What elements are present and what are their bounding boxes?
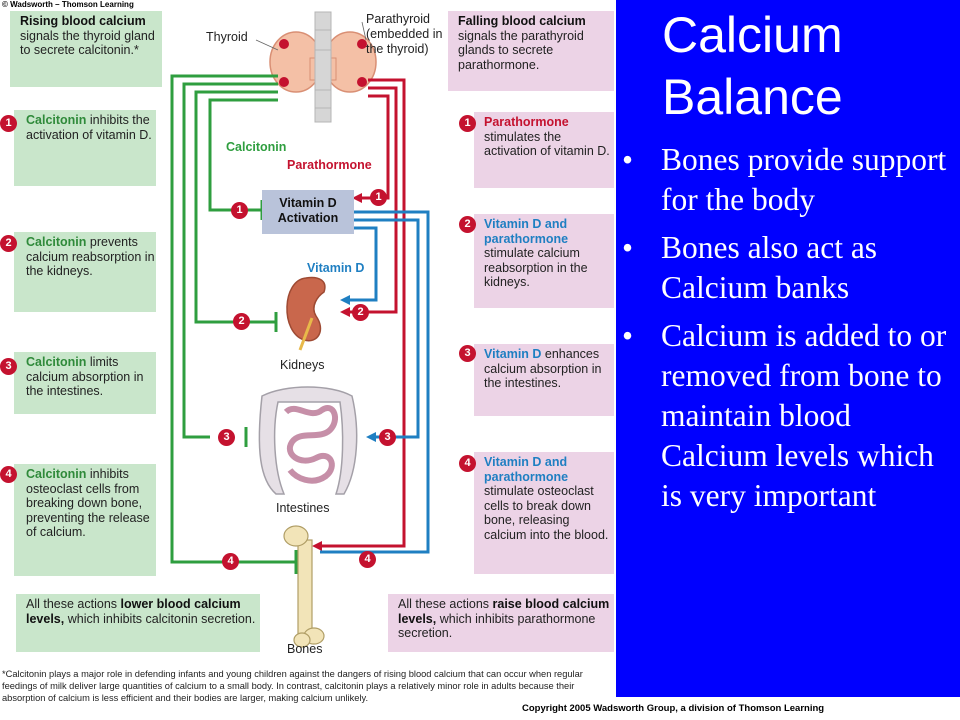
- left-step-4-text: inhibits osteoclast cells from breaking …: [26, 467, 150, 539]
- right-step-2-text: stimulate calcium reabsorption in the ki…: [484, 246, 588, 289]
- falling-calcium-box: Falling blood calcium signals the parath…: [448, 11, 614, 91]
- kidney-illustration: [286, 276, 326, 351]
- left-step-4: Calcitonin inhibits osteoclast cells fro…: [14, 464, 156, 576]
- left-step-2-badge: 2: [0, 235, 17, 252]
- right-step-1: Parathormone stimulates the activation o…: [474, 112, 614, 188]
- parathormone-label: Parathormone: [287, 158, 372, 172]
- bullet-list: Bones provide support for the body Bones…: [616, 140, 960, 524]
- slide-panel: Calcium Balance Bones provide support fo…: [616, 0, 960, 697]
- left-step-2-subject: Calcitonin: [26, 235, 87, 249]
- left-step-3-subject: Calcitonin: [26, 355, 87, 369]
- pathway-badge-green-4: 4: [222, 553, 239, 570]
- right-step-1-badge: 1: [459, 115, 476, 132]
- bullet-item: Bones also act as Calcium banks: [616, 228, 960, 308]
- bullet-item: Calcium is added to or removed from bone…: [616, 316, 960, 516]
- pathway-badge-green-3: 3: [218, 429, 235, 446]
- bullet-item: Bones provide support for the body: [616, 140, 960, 220]
- kidneys-label: Kidneys: [280, 358, 325, 372]
- pathway-badge-green-1: 1: [231, 202, 248, 219]
- left-step-2: Calcitonin prevents calcium reabsorption…: [14, 232, 156, 312]
- lower-calcium-pre: All these actions: [26, 597, 118, 611]
- right-step-3: Vitamin D enhances calcium absorption in…: [474, 344, 614, 416]
- rising-calcium-heading: Rising blood calcium: [20, 14, 146, 28]
- raise-calcium-pre: All these actions: [398, 597, 490, 611]
- pathway-badge-red-1: 1: [370, 189, 387, 206]
- intestines-label: Intestines: [276, 501, 330, 515]
- left-step-1-text: inhibits the activation of vitamin D.: [26, 113, 152, 142]
- pathway-badge-blue-3: 3: [379, 429, 396, 446]
- raise-calcium-bold: raise blood calcium levels,: [398, 597, 610, 626]
- calcitonin-label: Calcitonin: [226, 140, 287, 154]
- intestines-illustration: [258, 386, 358, 495]
- calcitonin-footnote: *Calcitonin plays a major role in defend…: [2, 669, 583, 703]
- lower-calcium-post: which inhibits calcitonin secretion.: [67, 611, 256, 626]
- rising-calcium-text: signals the thyroid gland to secrete cal…: [20, 28, 155, 58]
- right-step-3-badge: 3: [459, 345, 476, 362]
- right-step-4-text: stimulate osteoclast cells to break down…: [484, 484, 609, 542]
- bone-illustration: [283, 525, 325, 648]
- calcium-regulation-figure: © Wadsworth – Thomson Learning Rising bl…: [0, 0, 614, 703]
- right-step-2: Vitamin D and parathormone stimulate cal…: [474, 214, 614, 308]
- left-step-4-subject: Calcitonin: [26, 467, 87, 481]
- thyroid-label: Thyroid: [206, 30, 248, 44]
- falling-calcium-heading: Falling blood calcium: [458, 14, 586, 28]
- left-step-4-badge: 4: [0, 466, 17, 483]
- copyright-notice: Copyright 2005 Wadsworth Group, a divisi…: [522, 703, 825, 714]
- pathway-drawing: [170, 11, 430, 648]
- left-step-1-subject: Calcitonin: [26, 113, 87, 127]
- pathway-badge-red-4: 4: [359, 551, 376, 568]
- raise-calcium-post: which inhibits parathormone secretion.: [398, 611, 596, 641]
- left-step-3-text: limits calcium absorption in the intesti…: [26, 355, 144, 398]
- right-step-1-subject: Parathormone: [484, 115, 569, 129]
- left-step-3-badge: 3: [0, 358, 17, 375]
- thyroid-illustration: [269, 11, 377, 123]
- rising-calcium-box: Rising blood calcium signals the thyroid…: [10, 11, 162, 87]
- right-step-3-text: enhances calcium absorption in the intes…: [484, 347, 602, 390]
- right-step-4-badge: 4: [459, 455, 476, 472]
- left-step-1: Calcitonin inhibits the activation of vi…: [14, 110, 156, 186]
- right-step-1-text: stimulates the activation of vitamin D.: [484, 129, 610, 159]
- left-step-1-badge: 1: [0, 115, 17, 132]
- parathyroid-label: Parathyroid (embedded in the thyroid): [366, 12, 443, 56]
- right-step-4-subject: Vitamin D and parathormone: [484, 455, 569, 484]
- lower-calcium-bold: lower blood calcium levels,: [26, 597, 241, 626]
- pathway-badge-red-2: 2: [352, 304, 369, 321]
- bones-label: Bones: [287, 642, 323, 656]
- right-step-2-subject: Vitamin D and parathormone: [484, 217, 569, 246]
- publisher-credit: © Wadsworth – Thomson Learning: [2, 0, 134, 9]
- vitamin-d-activation-box: Vitamin D Activation: [262, 190, 354, 234]
- slide-title: Calcium Balance: [662, 7, 843, 125]
- raise-calcium-box: All these actions raise blood calcium le…: [388, 594, 614, 652]
- pathway-badge-green-2: 2: [233, 313, 250, 330]
- right-step-4: Vitamin D and parathormone stimulate ost…: [474, 452, 614, 574]
- right-step-3-subject: Vitamin D: [484, 347, 542, 361]
- left-step-3: Calcitonin limits calcium absorption in …: [14, 352, 156, 414]
- lower-calcium-box: All these actions lower blood calcium le…: [16, 594, 260, 652]
- falling-calcium-text: signals the parathyroid glands to secret…: [458, 28, 584, 72]
- vitamin-d-label: Vitamin D: [307, 261, 365, 275]
- right-step-2-badge: 2: [459, 216, 476, 233]
- left-step-2-text: prevents calcium reabsorption in the kid…: [26, 235, 155, 278]
